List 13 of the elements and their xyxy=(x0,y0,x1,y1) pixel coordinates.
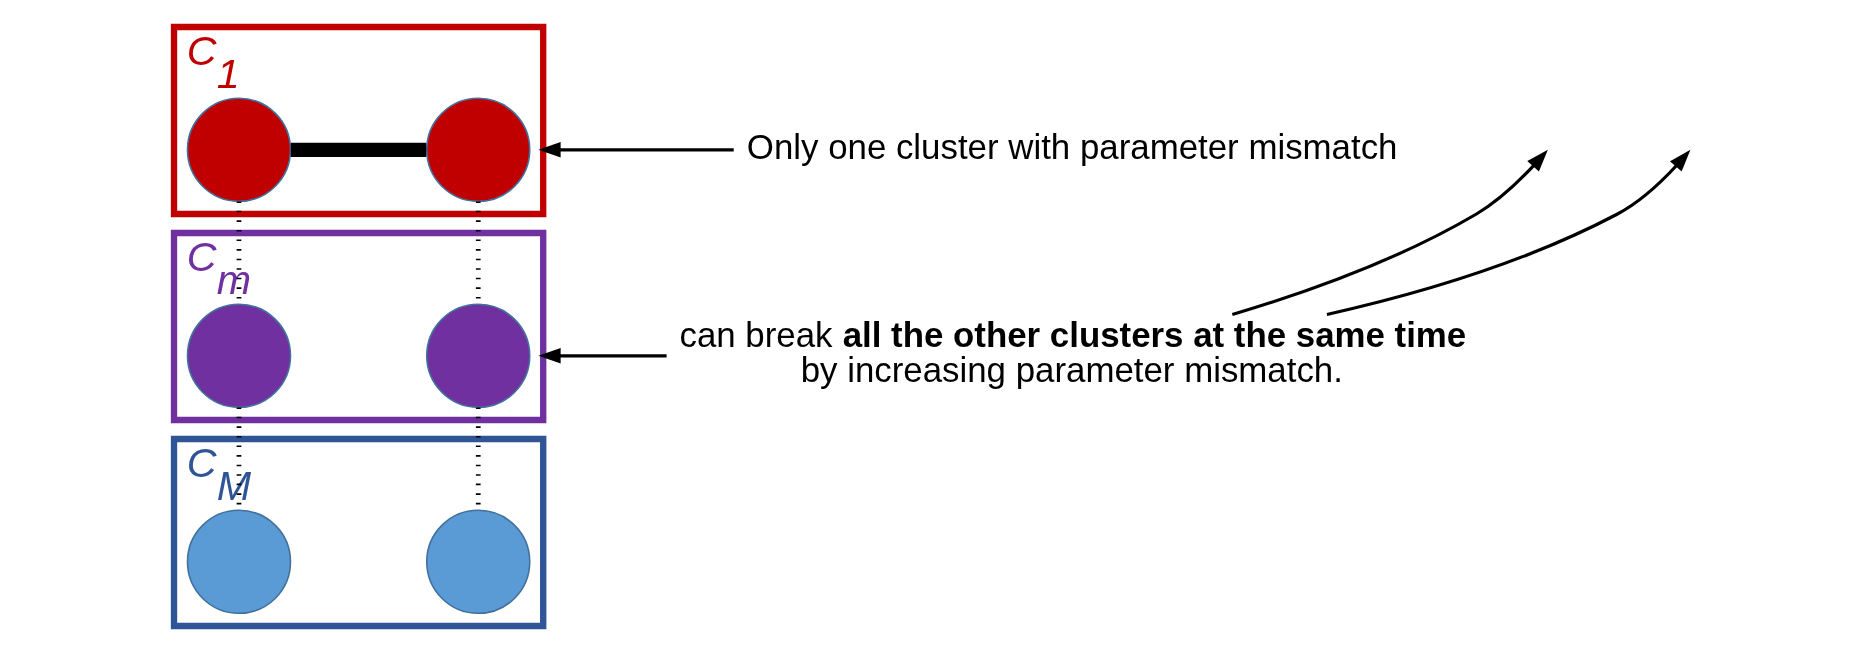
node-circle xyxy=(186,303,291,409)
node-text: Only one cluster with parameter mismatch xyxy=(746,126,1397,166)
connector xyxy=(290,142,426,157)
node-circle xyxy=(425,303,531,409)
node-text: can break all the other clusters at the same time by increasing parameter mismatch. xyxy=(678,315,1466,390)
node-circle xyxy=(186,97,291,203)
arrow xyxy=(1231,149,1548,317)
node-circle xyxy=(425,97,531,203)
arrow xyxy=(1326,149,1690,316)
arrow xyxy=(537,348,667,364)
node-circle xyxy=(186,509,291,615)
node-circle xyxy=(425,509,531,615)
arrow xyxy=(537,142,734,158)
